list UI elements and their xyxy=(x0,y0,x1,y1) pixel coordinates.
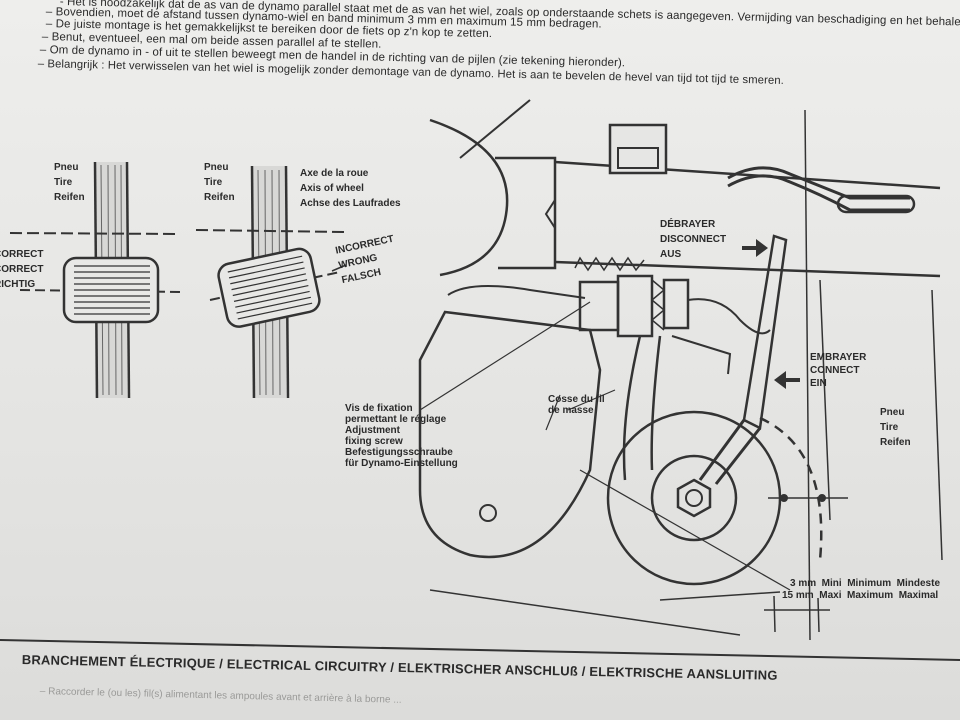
tire-label-middle: Pneu Tire Reifen xyxy=(204,160,235,205)
axle-label-fr: Axe de la roue xyxy=(300,168,369,179)
tire-label-right-fr: Pneu xyxy=(880,407,905,418)
correct-label-de: RICHTIG xyxy=(0,279,36,290)
screw-label-en-1: Adjustment xyxy=(345,425,400,436)
axle-label-en: Axis of wheel xyxy=(300,183,364,194)
screw-label-en-2: fixing screw xyxy=(345,436,403,447)
screw-label-de-1: Befestigungsschraube xyxy=(345,447,453,458)
screw-label-fr-1: Vis de fixation xyxy=(345,403,413,414)
tire-incorrect-illustration xyxy=(195,165,346,399)
tire-label-middle-de: Reifen xyxy=(204,192,235,203)
ground-wire-label-line-2: de masse xyxy=(548,405,594,416)
tire-label-left-fr: Pneu xyxy=(54,162,79,173)
connect-label-de: EIN xyxy=(810,378,827,389)
correct-label-en: CORRECT xyxy=(0,264,44,275)
tire-label-right-de: Reifen xyxy=(880,437,911,448)
tire-label-left-de: Reifen xyxy=(54,192,85,203)
ground-wire-label-line-1: Cosse du fil xyxy=(548,394,605,405)
tire-label-left: Pneu Tire Reifen xyxy=(54,160,85,205)
disconnect-label: DÉBRAYER DISCONNECT AUS xyxy=(660,217,726,262)
connect-arrow-icon xyxy=(774,371,800,389)
correct-label-fr: CORRECT xyxy=(0,249,44,260)
connect-label: EMBRAYER CONNECT EIN xyxy=(810,351,866,390)
axle-label-de: Achse des Laufrades xyxy=(300,198,401,209)
screw-label-de-2: für Dynamo-Einstellung xyxy=(345,458,458,469)
disconnect-arrow-icon xyxy=(742,239,768,257)
screw-label-fr-2: permettant le réglage xyxy=(345,414,447,425)
adjustment-screw-label: Vis de fixation permettant le réglage Ad… xyxy=(345,403,458,469)
disconnect-label-de: AUS xyxy=(660,249,682,260)
correct-label: CORRECT CORRECT RICHTIG xyxy=(0,247,43,292)
tire-label-middle-en: Tire xyxy=(204,177,223,188)
tire-label-right-en: Tire xyxy=(880,422,899,433)
connect-label-en: CONNECT xyxy=(810,365,860,376)
disconnect-label-en: DISCONNECT xyxy=(660,234,727,245)
max-distance-label: 15 mm Maxi Maximum Maximal xyxy=(782,590,939,601)
tire-label-middle-fr: Pneu xyxy=(204,162,229,173)
tire-correct-illustration xyxy=(9,161,181,399)
axle-label: Axe de la roue Axis of wheel Achse des L… xyxy=(300,166,401,211)
min-distance-label: 3 mm Mini Minimum Mindeste xyxy=(790,578,941,589)
tire-label-right: Pneu Tire Reifen xyxy=(880,405,911,450)
disconnect-label-fr: DÉBRAYER xyxy=(660,219,716,230)
dynamo-assembly xyxy=(418,99,943,641)
tire-label-left-en: Tire xyxy=(54,177,73,188)
ground-wire-label: Cosse du fil de masse xyxy=(548,394,605,416)
connect-label-fr: EMBRAYER xyxy=(810,352,867,363)
